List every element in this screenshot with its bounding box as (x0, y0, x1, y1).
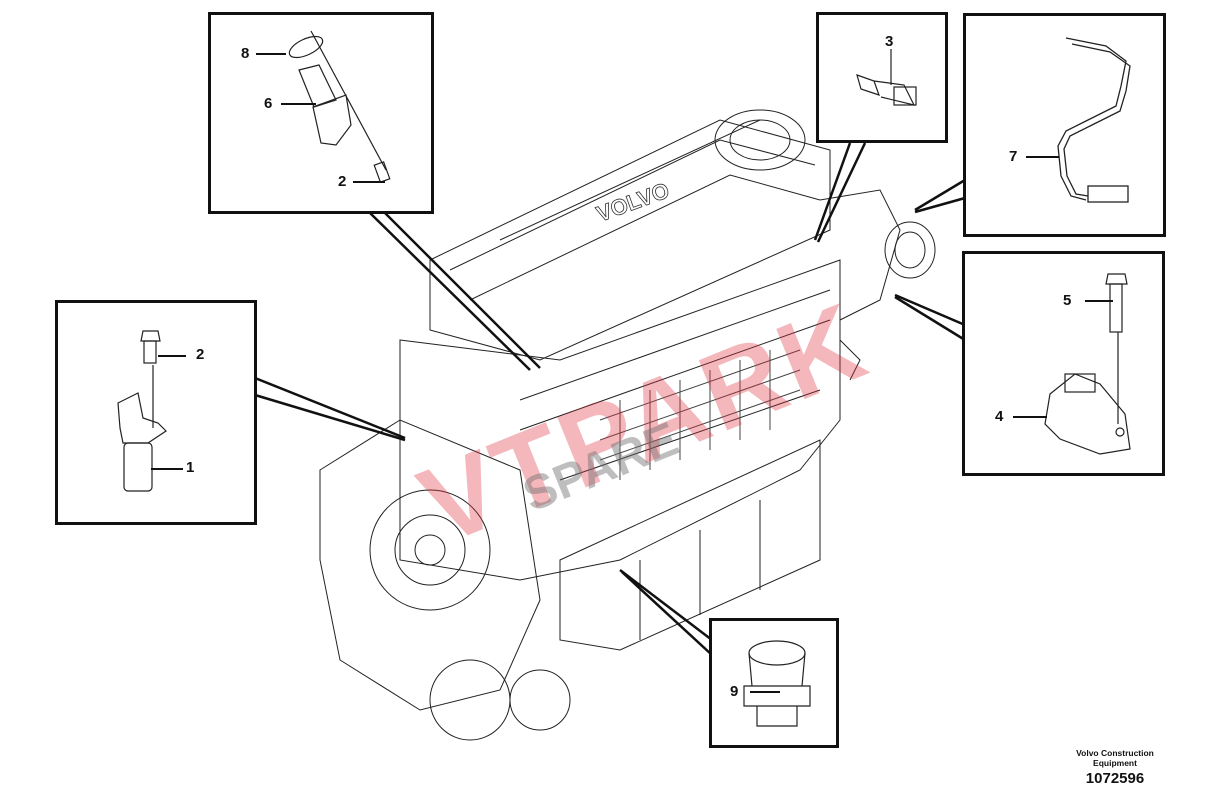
label-9: 9 (730, 683, 739, 700)
callout-box-parts-2-1: 2 1 (55, 300, 257, 525)
label-5: 5 (1063, 292, 1072, 309)
footer-block: Volvo Construction Equipment 1072596 (1060, 748, 1170, 787)
drawing-number: 1072596 (1085, 770, 1145, 787)
sensor-1-illustration (117, 330, 167, 492)
sensor-4-illustration (1044, 273, 1131, 455)
seal-ring-8 (288, 35, 324, 59)
label-7: 7 (1009, 148, 1018, 165)
callout-box-part-3: 3 (816, 12, 948, 143)
callout-box-part-9: 9 (709, 618, 839, 748)
sensor-9-illustration (743, 640, 811, 727)
sensor-3-illustration (856, 49, 917, 106)
label-8: 8 (241, 45, 250, 62)
sensor-6-illustration (288, 30, 391, 183)
sensor-7-illustration (1057, 37, 1131, 203)
callout-box-part-7: 7 (963, 13, 1166, 237)
label-3: 3 (885, 33, 894, 50)
label-2: 2 (338, 173, 347, 190)
label-2-lower: 2 (196, 346, 205, 363)
callout-box-parts-8-6-2: 8 6 2 (208, 12, 434, 214)
callout-box-parts-5-4: 5 4 (962, 251, 1165, 476)
label-4: 4 (995, 408, 1004, 425)
label-1: 1 (186, 459, 195, 476)
company-line-1: Volvo Construction (1076, 748, 1154, 758)
label-6: 6 (264, 95, 273, 112)
valve-cover (429, 119, 831, 361)
engine-brand-text: VOLVO (593, 177, 672, 226)
company-line-2: Equipment (1093, 758, 1137, 768)
